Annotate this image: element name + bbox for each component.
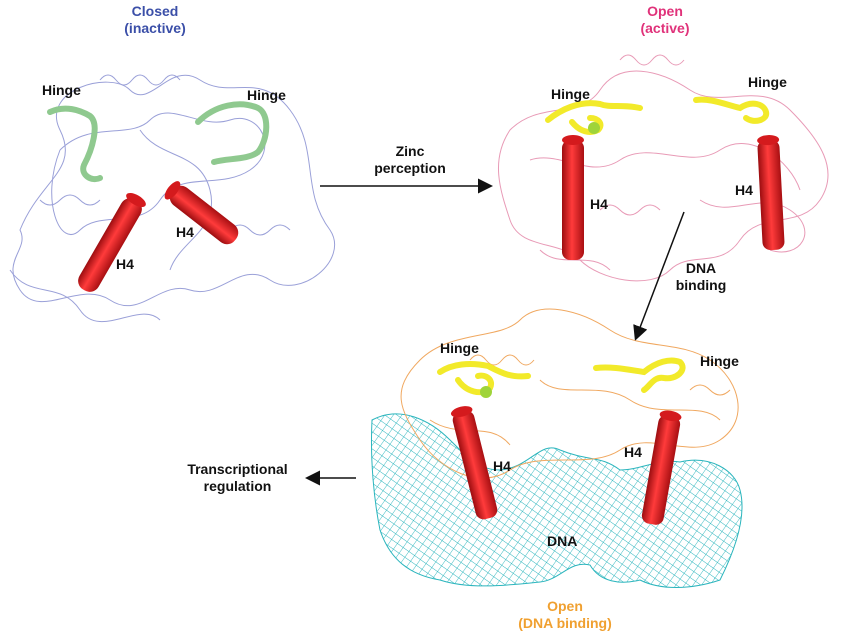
active-helix-right-label: H4 — [735, 182, 753, 198]
dna-binding-label: DNA binding — [656, 260, 746, 294]
dna-hinge-left-label: Hinge — [440, 340, 479, 356]
active-hinge-left-label: Hinge — [551, 86, 590, 102]
closed-hinge-right-label: Hinge — [247, 87, 286, 103]
zinc-atom-active — [588, 122, 600, 134]
dna-title: Open — [547, 598, 583, 614]
zinc-line1: Zinc — [395, 143, 425, 159]
closed-helix-left — [78, 192, 146, 292]
active-state-title: Open (active) — [610, 3, 720, 37]
dna-binding-line2: binding — [675, 277, 727, 293]
dna-mesh — [370, 413, 743, 588]
dna-label: DNA — [547, 533, 578, 549]
dna-hinge-right-label: Hinge — [700, 353, 739, 369]
closed-hinge-left — [47, 105, 103, 183]
dna-helix-right — [641, 410, 682, 525]
zinc-perception-label: Zinc perception — [360, 143, 460, 177]
active-helix-left-label: H4 — [590, 196, 608, 212]
active-hinge-right — [693, 96, 770, 124]
closed-helix-right — [164, 181, 239, 245]
dna-binding-arrow — [633, 211, 685, 341]
zinc-line2: perception — [374, 160, 446, 176]
closed-title: Closed — [131, 3, 179, 19]
closed-hinge-left-label: Hinge — [42, 82, 81, 98]
dna-hinge-right — [593, 357, 686, 393]
closed-helix-right-label: H4 — [176, 224, 194, 240]
active-title: Open — [647, 3, 683, 19]
active-helix-left — [562, 135, 584, 260]
dna-helix-left — [450, 406, 498, 520]
closed-hinge-right — [195, 101, 270, 165]
closed-subtitle: (inactive) — [124, 20, 186, 36]
active-hinge-right-label: Hinge — [748, 74, 787, 90]
closed-helix-left-label: H4 — [116, 256, 134, 272]
dna-binding-line1: DNA — [685, 260, 717, 276]
closed-backbone — [9, 74, 336, 323]
regulation-line1: Transcriptional — [187, 461, 288, 477]
zinc-atom-dna — [480, 386, 492, 398]
dna-subtitle: (DNA binding) — [518, 615, 612, 631]
transcriptional-regulation-label: Transcriptional regulation — [170, 461, 305, 495]
regulation-line2: regulation — [203, 478, 272, 494]
dna-helix-left-label: H4 — [493, 458, 511, 474]
active-helix-right — [757, 135, 785, 251]
dna-state-title: Open (DNA binding) — [490, 598, 640, 632]
dna-helix-right-label: H4 — [624, 444, 642, 460]
closed-state-title: Closed (inactive) — [100, 3, 210, 37]
active-subtitle: (active) — [640, 20, 690, 36]
